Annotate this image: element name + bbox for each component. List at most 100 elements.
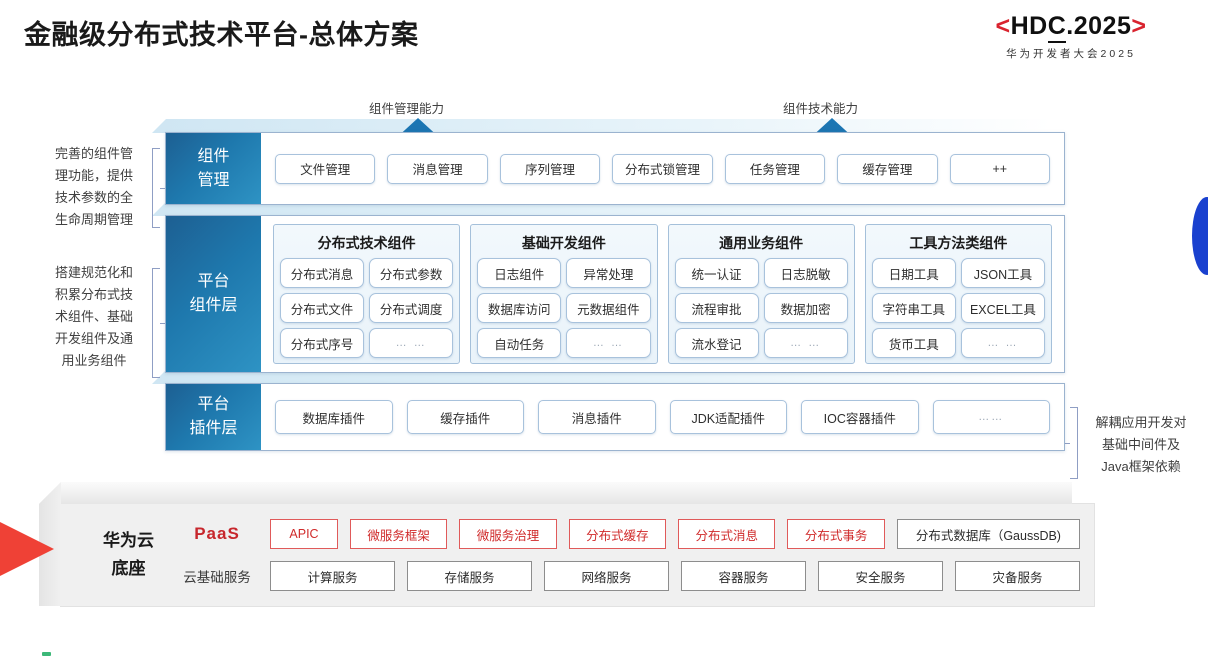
row-label-platform-component-layer: 平台 组件层 bbox=[166, 216, 261, 372]
chip-sequence-management[interactable]: 序列管理 bbox=[499, 153, 601, 184]
hdc-logo: <HDC.2025> 华为开发者大会2025 bbox=[946, 12, 1196, 61]
row-platform-component-layer: 平台 组件层 分布式技术组件 分布式消息 分布式参数 分布式文件 分布式调度 分… bbox=[165, 215, 1065, 373]
hdc-logo-text-c: C bbox=[1047, 12, 1067, 43]
cell-distributed-schedule[interactable]: 分布式调度 bbox=[369, 293, 454, 323]
platform-stack: 组件 管理 文件管理 消息管理 序列管理 分布式锁管理 任务管理 缓存管理 ++… bbox=[165, 132, 1065, 451]
bracket-right bbox=[1064, 407, 1078, 479]
chip-cache-plugin[interactable]: 缓存插件 bbox=[406, 400, 524, 434]
side-note-left-bottom: 搭建规范化和 积累分布式技 术组件、基础 开发组件及通 用业务组件 bbox=[54, 265, 133, 368]
cell-distributed-message[interactable]: 分布式消息 bbox=[280, 258, 365, 288]
cell-transaction-record[interactable]: 流水登记 bbox=[674, 328, 759, 358]
group-basic-development-components: 基础开发组件 日志组件 异常处理 数据库访问 元数据组件 自动任务 … … bbox=[470, 224, 658, 364]
cell-log-component[interactable]: 日志组件 bbox=[477, 258, 562, 288]
row-body-platform-component-layer: 分布式技术组件 分布式消息 分布式参数 分布式文件 分布式调度 分布式序号 … … bbox=[261, 216, 1064, 372]
green-marker-decoration bbox=[42, 652, 51, 656]
cell-container-service[interactable]: 容器服务 bbox=[681, 561, 806, 591]
chip-message-management[interactable]: 消息管理 bbox=[387, 153, 488, 184]
base-label-cloud-services: 云基础服务 bbox=[183, 570, 251, 585]
row-platform-plugin-layer: 平台 插件层 数据库插件 缓存插件 消息插件 JDK适配插件 IOC容器插件 …… bbox=[165, 383, 1065, 451]
bracket-left-icon: < bbox=[995, 12, 1011, 40]
row-body-platform-plugin-layer: 数据库插件 缓存插件 消息插件 JDK适配插件 IOC容器插件 …… bbox=[261, 384, 1064, 450]
cell-json-tool[interactable]: JSON工具 bbox=[960, 258, 1045, 288]
group-title-tool-method: 工具方法类组件 bbox=[909, 235, 1008, 251]
chip-plugin-more[interactable]: …… bbox=[932, 400, 1050, 434]
cell-data-encryption[interactable]: 数据加密 bbox=[763, 293, 848, 323]
hdc-logo-text-a: HD bbox=[1010, 12, 1048, 40]
cell-disaster-recovery-service[interactable]: 灾备服务 bbox=[955, 561, 1080, 591]
cell-general-business-more[interactable]: … … bbox=[763, 328, 848, 358]
arrow-label-component-technology: 组件技术能力 bbox=[783, 102, 859, 116]
base-title-huawei-cloud: 华为云 底座 bbox=[103, 531, 154, 578]
cell-compute-service[interactable]: 计算服务 bbox=[270, 561, 395, 591]
blue-lens-decoration bbox=[1192, 197, 1208, 275]
chip-more-plus[interactable]: ++ bbox=[949, 153, 1050, 184]
base-row-paas: PaaS APIC 微服务框架 微服务治理 分布式缓存 分布式消息 分布式事务 … bbox=[176, 518, 1080, 550]
side-note-left-top: 完善的组件管 理功能，提供 技术参数的全 生命周期管理 bbox=[54, 146, 133, 227]
cell-distributed-parameter[interactable]: 分布式参数 bbox=[369, 258, 454, 288]
cell-distributed-database-gaussdb[interactable]: 分布式数据库（GaussDB) bbox=[896, 519, 1080, 549]
group-grid-general-business: 统一认证 日志脱敏 流程审批 数据加密 流水登记 … … bbox=[674, 258, 848, 358]
cell-tool-more[interactable]: … … bbox=[960, 328, 1045, 358]
cell-metadata-component[interactable]: 元数据组件 bbox=[566, 293, 651, 323]
cell-distributed-sequence[interactable]: 分布式序号 bbox=[280, 328, 365, 358]
cell-basic-dev-more[interactable]: … … bbox=[566, 328, 651, 358]
group-grid-distributed-tech: 分布式消息 分布式参数 分布式文件 分布式调度 分布式序号 … … bbox=[280, 258, 454, 358]
group-title-distributed-tech: 分布式技术组件 bbox=[317, 235, 416, 251]
cell-distributed-file[interactable]: 分布式文件 bbox=[280, 293, 365, 323]
cell-exception-handling[interactable]: 异常处理 bbox=[566, 258, 651, 288]
bracket-left-top bbox=[152, 148, 166, 228]
group-distributed-tech-components: 分布式技术组件 分布式消息 分布式参数 分布式文件 分布式调度 分布式序号 … … bbox=[273, 224, 461, 364]
cell-database-access[interactable]: 数据库访问 bbox=[477, 293, 562, 323]
arrow-label-component-management: 组件管理能力 bbox=[369, 102, 445, 116]
cell-date-tool[interactable]: 日期工具 bbox=[871, 258, 956, 288]
bracket-left-bottom bbox=[152, 268, 166, 378]
chip-cache-management[interactable]: 缓存管理 bbox=[837, 153, 938, 184]
base-row-cloud-services: 云基础服务 计算服务 存储服务 网络服务 容器服务 安全服务 灾备服务 bbox=[176, 560, 1080, 592]
base-inner: 华为云 底座 PaaS APIC 微服务框架 微服务治理 分布式缓存 分布式消息… bbox=[61, 504, 1094, 606]
cell-unified-authentication[interactable]: 统一认证 bbox=[674, 258, 759, 288]
cell-microservice-framework[interactable]: 微服务框架 bbox=[350, 519, 448, 549]
base-rows: PaaS APIC 微服务框架 微服务治理 分布式缓存 分布式消息 分布式事务 … bbox=[176, 518, 1080, 592]
row-label-component-management: 组件 管理 bbox=[166, 133, 261, 204]
cell-apic[interactable]: APIC bbox=[270, 519, 338, 549]
group-tool-method-components: 工具方法类组件 日期工具 JSON工具 字符串工具 EXCEL工具 货币工具 …… bbox=[864, 224, 1052, 364]
cell-security-service[interactable]: 安全服务 bbox=[818, 561, 943, 591]
row-label-platform-plugin-layer: 平台 插件层 bbox=[166, 384, 261, 450]
row-component-management: 组件 管理 文件管理 消息管理 序列管理 分布式锁管理 任务管理 缓存管理 ++ bbox=[165, 132, 1065, 205]
cell-distributed-cache[interactable]: 分布式缓存 bbox=[568, 519, 667, 549]
hdc-logo-text-b: .2025 bbox=[1066, 12, 1132, 40]
base-label-paas: PaaS bbox=[194, 524, 240, 543]
chip-distributed-lock-management[interactable]: 分布式锁管理 bbox=[612, 153, 713, 184]
chip-jdk-adapter-plugin[interactable]: JDK适配插件 bbox=[669, 400, 787, 434]
hdc-logo-subtitle: 华为开发者大会2025 bbox=[1006, 48, 1136, 60]
group-general-business-components: 通用业务组件 统一认证 日志脱敏 流程审批 数据加密 流水登记 … … bbox=[667, 224, 855, 364]
cell-string-tool[interactable]: 字符串工具 bbox=[871, 293, 956, 323]
bracket-right-icon: > bbox=[1131, 12, 1147, 40]
chip-ioc-container-plugin[interactable]: IOC容器插件 bbox=[801, 400, 919, 434]
cell-excel-tool[interactable]: EXCEL工具 bbox=[960, 293, 1045, 323]
huawei-cloud-base-panel: 华为云 底座 PaaS APIC 微服务框架 微服务治理 分布式缓存 分布式消息… bbox=[60, 503, 1095, 607]
chip-message-plugin[interactable]: 消息插件 bbox=[538, 400, 656, 434]
hdc-logo-main: <HDC.2025> bbox=[946, 12, 1196, 43]
base-cells-cloud: 计算服务 存储服务 网络服务 容器服务 安全服务 灾备服务 bbox=[270, 561, 1080, 591]
group-grid-tool-method: 日期工具 JSON工具 字符串工具 EXCEL工具 货币工具 … … bbox=[871, 258, 1045, 358]
chip-database-plugin[interactable]: 数据库插件 bbox=[275, 400, 393, 434]
chip-file-management[interactable]: 文件管理 bbox=[275, 153, 376, 184]
group-title-general-business: 通用业务组件 bbox=[719, 235, 804, 251]
page-title: 金融级分布式技术平台-总体方案 bbox=[24, 20, 419, 50]
group-grid-basic-development: 日志组件 异常处理 数据库访问 元数据组件 自动任务 … … bbox=[477, 258, 651, 358]
group-title-basic-development: 基础开发组件 bbox=[521, 235, 606, 251]
cell-network-service[interactable]: 网络服务 bbox=[544, 561, 669, 591]
cell-distributed-transaction[interactable]: 分布式事务 bbox=[787, 519, 885, 549]
cell-storage-service[interactable]: 存储服务 bbox=[407, 561, 532, 591]
chip-task-management[interactable]: 任务管理 bbox=[724, 153, 826, 184]
cell-log-desensitization[interactable]: 日志脱敏 bbox=[763, 258, 848, 288]
cell-distributed-message-paas[interactable]: 分布式消息 bbox=[678, 519, 776, 549]
base-cells-paas: APIC 微服务框架 微服务治理 分布式缓存 分布式消息 分布式事务 分布式数据… bbox=[270, 519, 1080, 549]
side-note-right: 解耦应用开发对 基础中间件及 Java框架依赖 bbox=[1095, 415, 1187, 474]
cell-distributed-more[interactable]: … … bbox=[369, 328, 454, 358]
cell-microservice-governance[interactable]: 微服务治理 bbox=[459, 519, 557, 549]
cell-automatic-task[interactable]: 自动任务 bbox=[477, 328, 562, 358]
cell-currency-tool[interactable]: 货币工具 bbox=[871, 328, 956, 358]
cell-process-approval[interactable]: 流程审批 bbox=[674, 293, 759, 323]
